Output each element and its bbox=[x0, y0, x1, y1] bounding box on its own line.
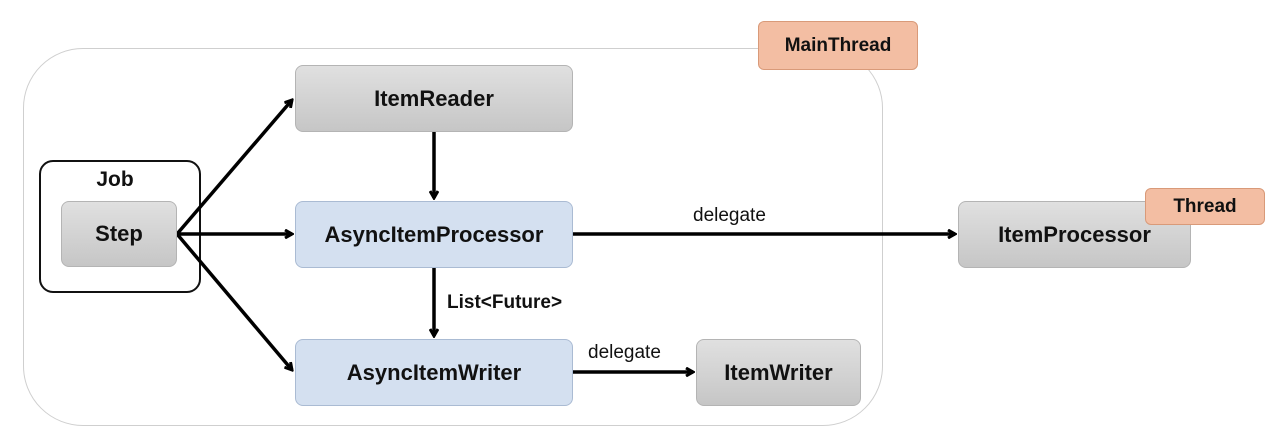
writer-delegate-label: delegate bbox=[588, 342, 661, 363]
processor-delegate-label: delegate bbox=[693, 205, 766, 226]
item-reader-node: ItemReader bbox=[295, 65, 573, 132]
async-item-writer-node: AsyncItemWriter bbox=[295, 339, 573, 406]
item-writer-node: ItemWriter bbox=[696, 339, 861, 406]
async-item-processor-node: AsyncItemProcessor bbox=[295, 201, 573, 268]
thread-tag: Thread bbox=[1145, 188, 1265, 225]
step-node: Step bbox=[61, 201, 177, 267]
job-label: Job bbox=[96, 168, 134, 191]
arrow-step-to-reader bbox=[175, 100, 292, 236]
arrow-step-to-async-writer bbox=[175, 232, 292, 370]
main-thread-tag: MainThread bbox=[758, 21, 918, 70]
list-future-label: List<Future> bbox=[447, 292, 563, 313]
